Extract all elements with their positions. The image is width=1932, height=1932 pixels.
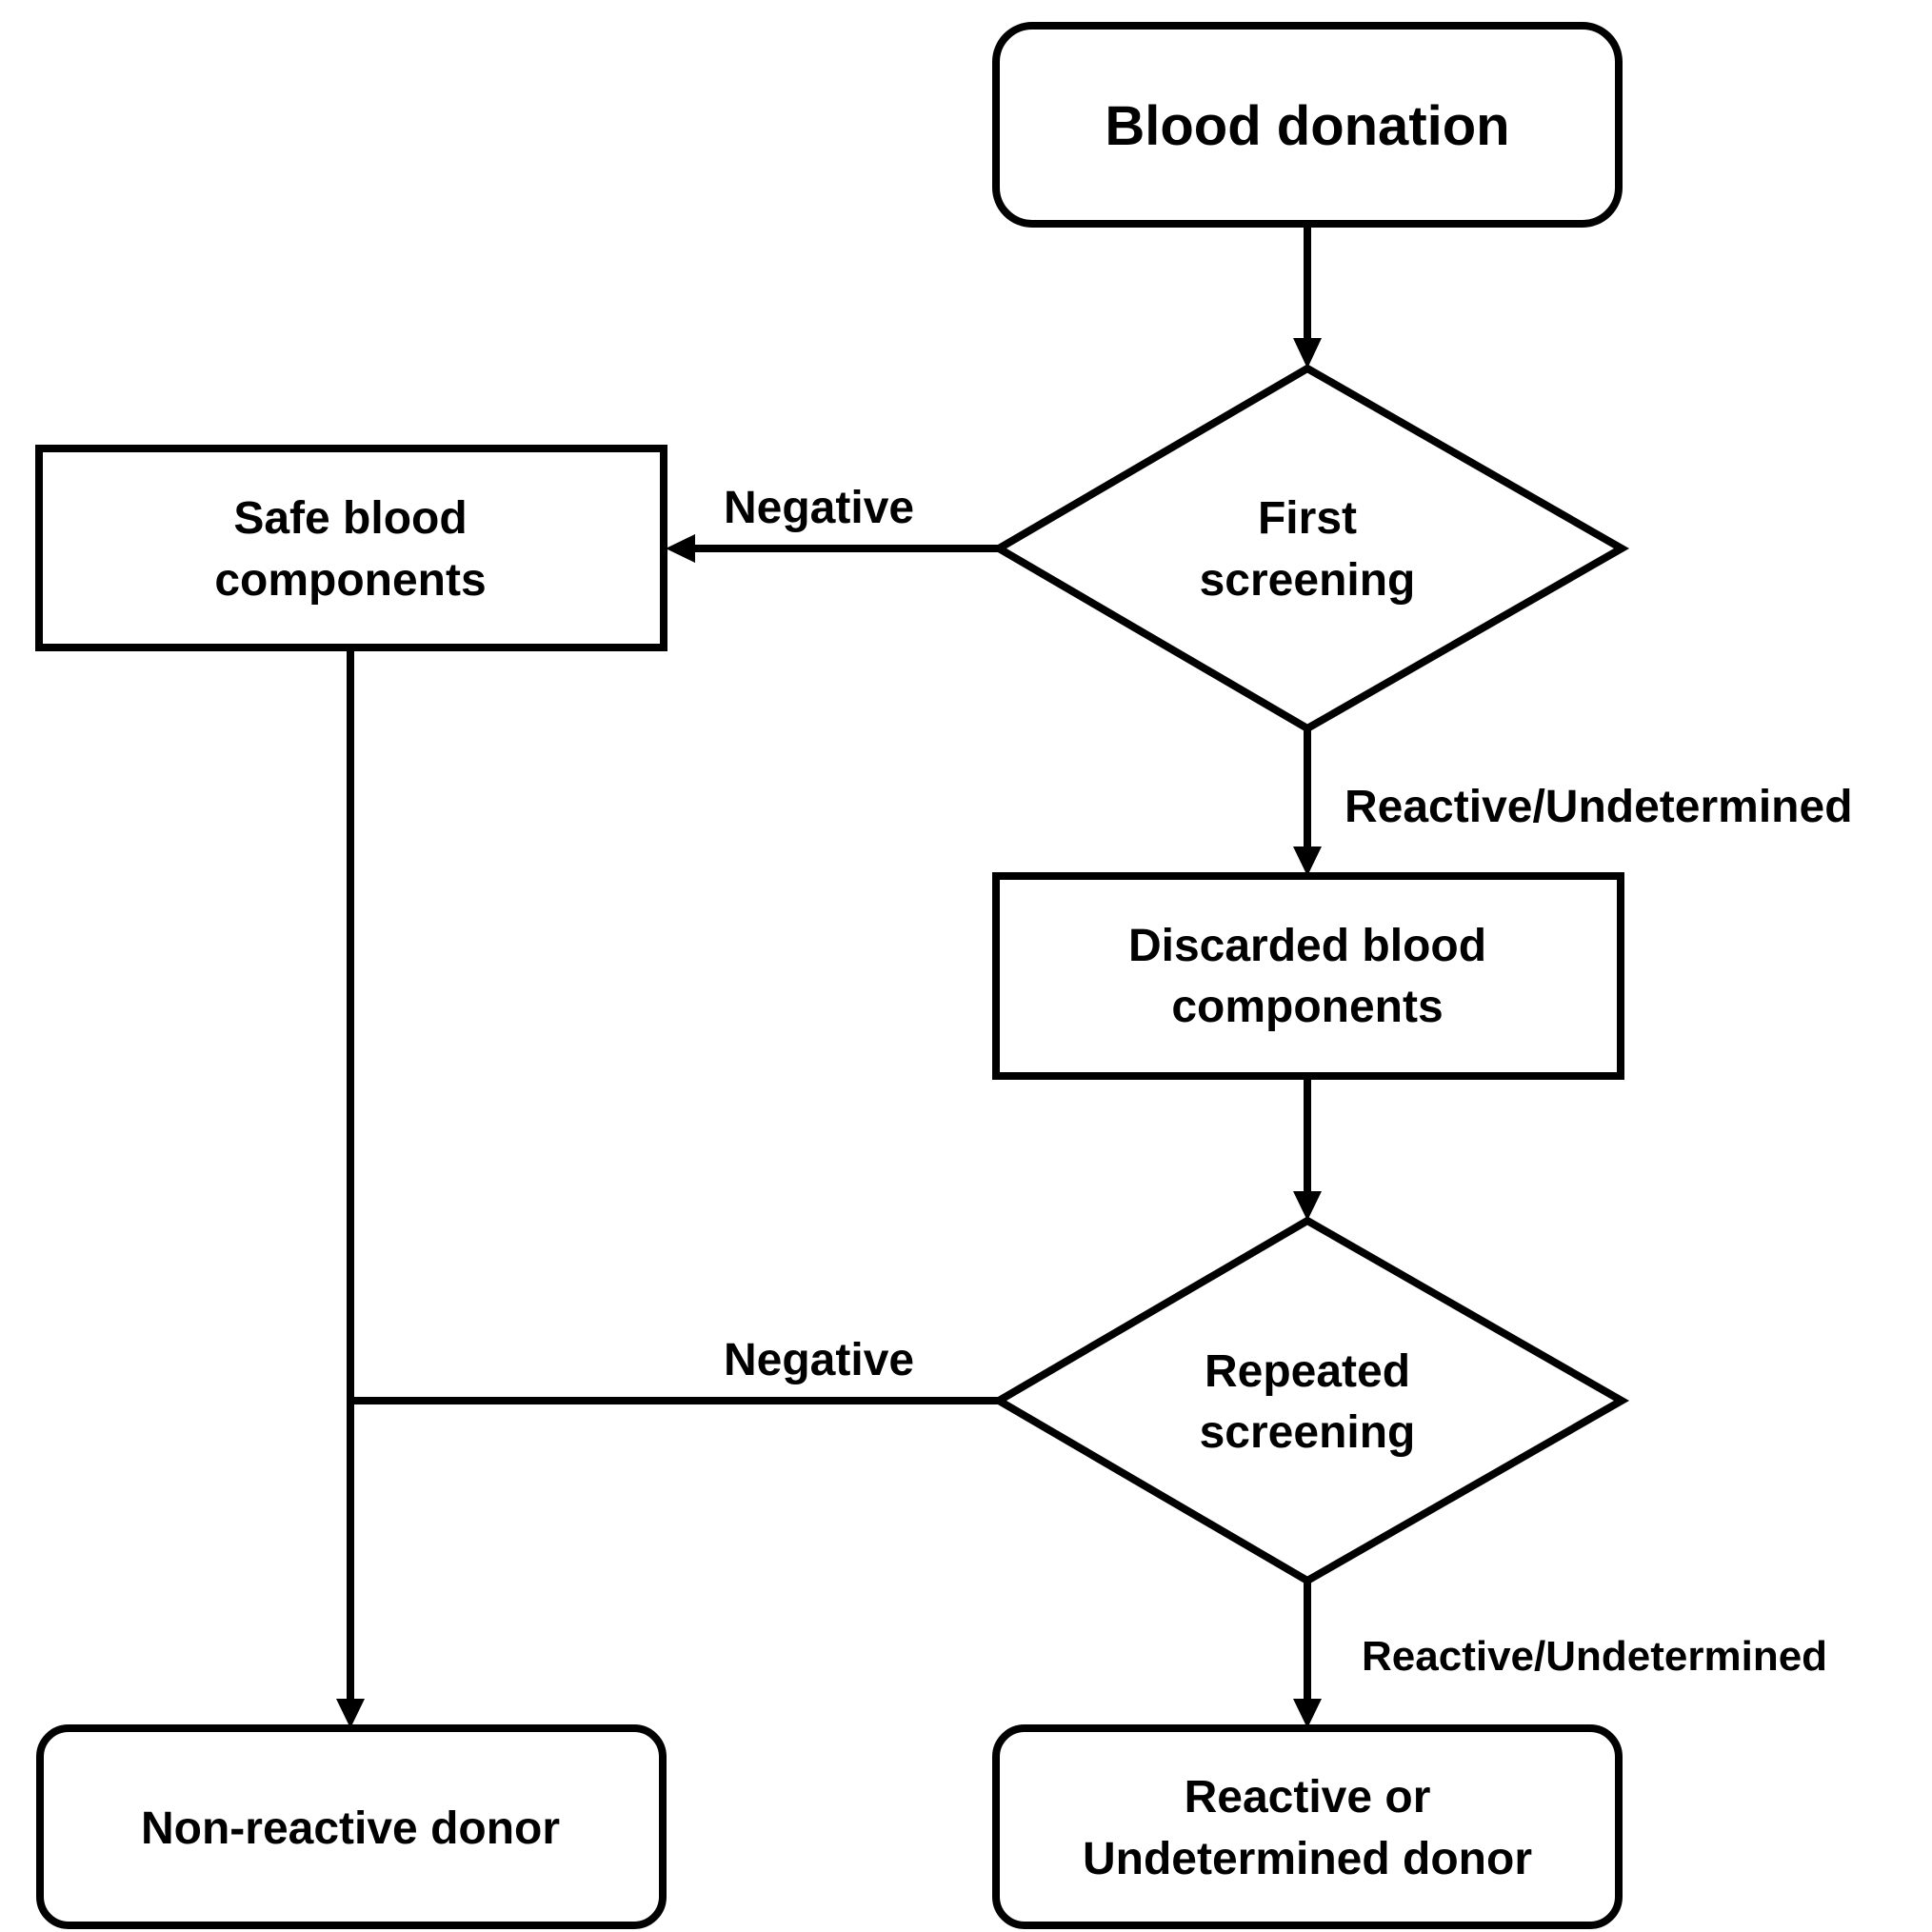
node-first-screening: First screening — [991, 364, 1630, 733]
edge-label-repeated-negative: Negative — [724, 1335, 914, 1385]
arrowhead-left-icon — [666, 534, 695, 563]
node-discarded-components-box — [992, 872, 1624, 1080]
node-reactive-donor-line2: Undetermined donor — [1083, 1834, 1532, 1884]
node-repeated-screening-diamond — [991, 1216, 1630, 1585]
node-discarded-components-line1: Discarded blood — [1128, 921, 1486, 971]
edge-label-first-reactive: Reactive/Undetermined — [1344, 782, 1853, 832]
node-reactive-donor-line1: Reactive or — [1185, 1772, 1431, 1822]
arrowhead-down-icon — [1293, 338, 1322, 368]
node-repeated-screening-line2: screening — [1200, 1407, 1416, 1458]
edge-label-first-negative: Negative — [724, 483, 914, 533]
arrowhead-down-icon — [1293, 1191, 1322, 1221]
node-safe-components-box — [35, 445, 667, 651]
node-safe-components-line2: components — [214, 555, 486, 606]
node-non-reactive-donor: Non-reactive donor — [36, 1724, 667, 1929]
arrowhead-down-icon — [1293, 1699, 1322, 1728]
connector-first-to-safe — [666, 534, 999, 563]
node-safe-components: Safe blood components — [35, 445, 667, 651]
node-discarded-components: Discarded blood components — [992, 872, 1624, 1080]
node-non-reactive-donor-box — [36, 1724, 667, 1929]
node-safe-components-line1: Safe blood — [233, 493, 467, 544]
node-first-screening-line1: First — [1258, 493, 1357, 544]
arrowhead-down-icon — [336, 1699, 365, 1728]
node-first-screening-line2: screening — [1200, 555, 1416, 606]
node-first-screening-diamond — [991, 364, 1630, 733]
edge-label-repeated-reactive: Reactive/Undetermined — [1362, 1633, 1827, 1680]
node-blood-donation: Blood donation — [992, 22, 1623, 228]
arrowhead-down-icon — [1293, 846, 1322, 876]
node-non-reactive-donor-label: Non-reactive donor — [141, 1803, 560, 1854]
connector-repeated-to-reactive — [1293, 1581, 1322, 1728]
connector-discarded-to-repeated — [1293, 1076, 1322, 1221]
node-reactive-donor: Reactive or Undetermined donor — [992, 1724, 1623, 1929]
connector-first-to-discarded — [1293, 728, 1322, 876]
node-reactive-donor-box — [992, 1724, 1623, 1929]
connector-safe-to-non-reactive — [336, 647, 365, 1728]
node-discarded-components-line2: components — [1171, 982, 1443, 1032]
node-blood-donation-label: Blood donation — [1105, 95, 1509, 157]
node-repeated-screening: Repeated screening — [991, 1216, 1630, 1585]
connector-donation-to-first — [1293, 224, 1322, 368]
node-repeated-screening-line1: Repeated — [1205, 1346, 1410, 1397]
